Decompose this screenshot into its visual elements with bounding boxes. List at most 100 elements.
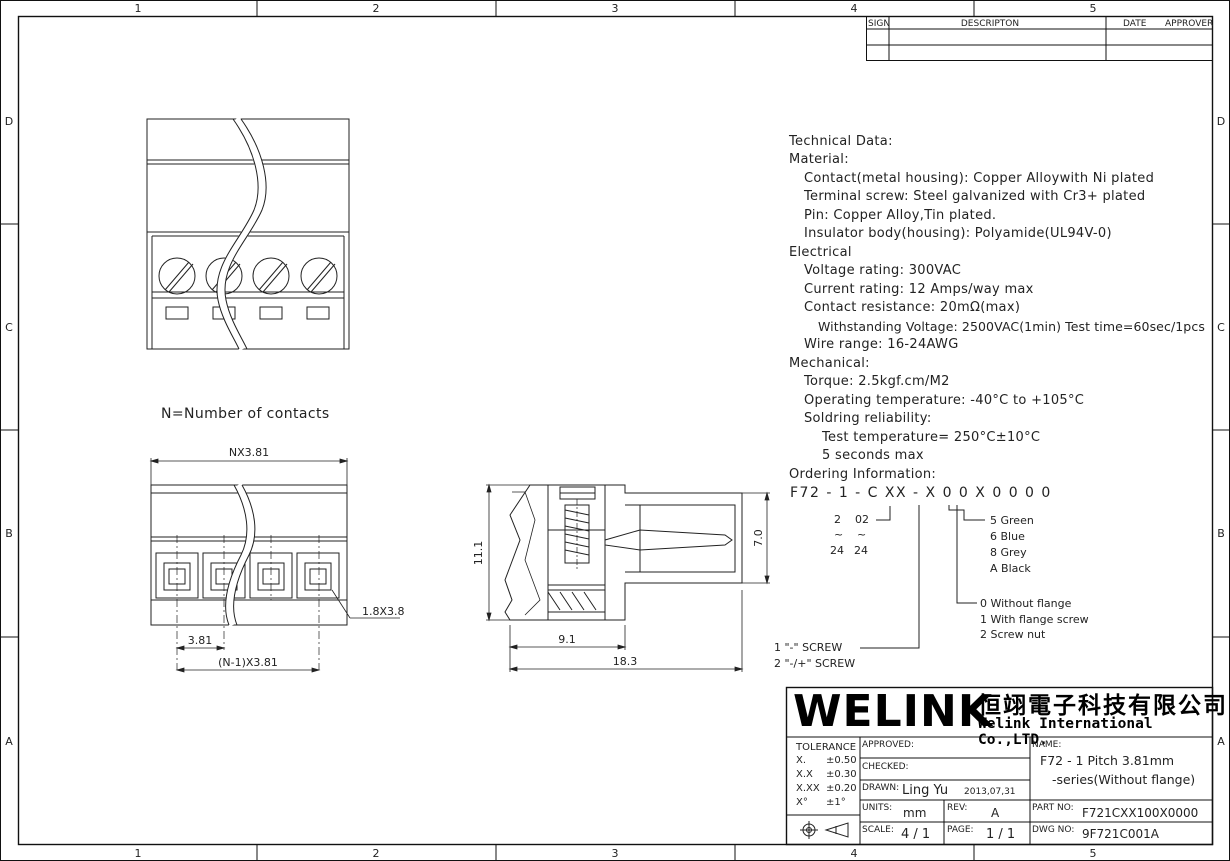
tolerance-val-3: ±1° xyxy=(826,797,846,808)
row-label-A: A xyxy=(5,735,13,748)
col-label-2b: 2 xyxy=(373,847,380,860)
flange-option-0: 0 Without flange xyxy=(980,597,1072,610)
tolerance-key-3: X° xyxy=(796,797,808,808)
col-label-1b: 1 xyxy=(135,847,142,860)
projection-symbol-icon xyxy=(800,821,849,839)
dim-183: 18.3 xyxy=(613,655,638,668)
tolerance-val-0: ±0.50 xyxy=(826,755,857,766)
rev-desc-header: DESCRIPTON xyxy=(961,19,1019,29)
front-dimensions xyxy=(149,458,400,673)
tolerance-val-1: ±0.30 xyxy=(826,769,857,780)
tech-line-3: Terminal screw: Steel galvanized with Cr… xyxy=(804,189,1146,204)
frame-labels: 1 2 3 4 5 1 2 3 4 5 D C B A D C B A xyxy=(5,2,1225,860)
tech-line-8: Current rating: 12 Amps/way max xyxy=(804,282,1034,297)
col-label-3b: 3 xyxy=(612,847,619,860)
color-option-1: 6 Blue xyxy=(990,530,1025,543)
row-label-Cr: C xyxy=(1217,321,1225,334)
tech-line-7: Voltage rating: 300VAC xyxy=(804,263,962,278)
rev-label: REV: xyxy=(947,803,968,813)
tech-line-2: Contact(metal housing): Copper Alloywith… xyxy=(804,171,1155,186)
side-dimensions xyxy=(486,483,770,672)
front-view xyxy=(150,483,348,670)
tech-line-1: Material: xyxy=(789,152,849,167)
tolerance-val-2: ±0.20 xyxy=(826,783,857,794)
row-label-Br: B xyxy=(1217,527,1225,540)
col-label-2: 2 xyxy=(373,2,380,15)
order-pos-a: 2 xyxy=(834,513,841,526)
dwg-no-label: DWG NO: xyxy=(1032,825,1075,835)
rev-approver-header: APPROVER xyxy=(1165,19,1213,29)
dim-18x38: 1.8X3.8 xyxy=(362,605,405,618)
top-view xyxy=(146,116,350,351)
col-label-5b: 5 xyxy=(1090,847,1097,860)
company-name-en: Welink International Co.,LTD. xyxy=(978,716,1153,748)
tolerance-key-2: X.XX xyxy=(796,783,820,794)
tech-line-11: Wire range: 16-24AWG xyxy=(804,337,959,352)
order-pos-c: 24 xyxy=(830,544,844,557)
ordering-leaders xyxy=(860,505,985,649)
tolerance-label: TOLERANCE xyxy=(796,742,857,753)
dim-111: 11.1 xyxy=(472,541,485,566)
rev-date-header: DATE xyxy=(1123,19,1147,29)
tech-line-13: Torque: 2.5kgf.cm/M2 xyxy=(804,374,950,389)
tech-line-9: Contact resistance: 20mΩ(max) xyxy=(804,300,1021,315)
tech-line-14: Operating temperature: -40°C to +105°C xyxy=(804,393,1085,408)
revision-table xyxy=(866,16,1213,61)
row-label-Dr: D xyxy=(1217,115,1225,128)
page-value: 1 / 1 xyxy=(986,827,1016,842)
tech-line-16: Test temperature= 250°C±10°C xyxy=(822,430,1041,445)
page-label: PAGE: xyxy=(947,825,974,835)
row-label-D: D xyxy=(5,115,13,128)
flange-option-2: 2 Screw nut xyxy=(980,628,1046,641)
screw-option-0: 1 "-" SCREW xyxy=(774,641,843,654)
screw-heads xyxy=(158,257,338,295)
row-label-Ar: A xyxy=(1217,735,1225,748)
row-label-B: B xyxy=(5,527,13,540)
tech-line-15: Soldring reliability: xyxy=(804,411,932,426)
drawn-label: DRAWN: xyxy=(862,783,900,793)
color-option-0: 5 Green xyxy=(990,514,1034,527)
title-block-lines xyxy=(785,686,1214,846)
col-label-4b: 4 xyxy=(851,847,858,860)
dim-n1x381: (N-1)X3.81 xyxy=(218,656,278,669)
name-line-2: -series(Without flange) xyxy=(1052,772,1196,787)
order-pos-b: 02 xyxy=(855,513,869,526)
col-label-4: 4 xyxy=(851,2,858,15)
tech-line-18: Ordering Information: xyxy=(789,467,937,482)
order-tilde-a: ~ xyxy=(834,528,844,541)
tolerance-key-0: X. xyxy=(796,755,807,766)
dim-nx381: NX3.81 xyxy=(229,446,269,459)
side-view xyxy=(504,484,743,621)
company-name-cn: 恒翊電子科技有限公司 xyxy=(978,692,1228,719)
dim-70: 7.0 xyxy=(752,529,765,547)
tech-line-5: Insulator body(housing): Polyamide(UL94V… xyxy=(804,226,1112,241)
row-label-C: C xyxy=(5,321,13,334)
part-no-label: PART NO: xyxy=(1032,803,1074,813)
tech-line-6: Electrical xyxy=(789,245,852,260)
col-label-5: 5 xyxy=(1090,2,1097,15)
part-no-value: F721CXX100X0000 xyxy=(1082,806,1199,820)
order-pos-d: 24 xyxy=(854,544,868,557)
order-tilde-b: ~ xyxy=(857,528,867,541)
checked-label: CHECKED: xyxy=(862,762,909,772)
color-option-3: A Black xyxy=(990,562,1031,575)
name-label: NAME: xyxy=(1032,740,1062,750)
tolerance-key-1: X.X xyxy=(796,769,813,780)
company-logo: WELINK xyxy=(793,686,993,737)
tech-line-12: Mechanical: xyxy=(789,356,870,371)
tech-line-17: 5 seconds max xyxy=(822,448,924,463)
approved-label: APPROVED: xyxy=(862,740,914,750)
units-value: mm xyxy=(903,806,927,820)
tech-line-4: Pin: Copper Alloy,Tin plated. xyxy=(804,208,997,223)
scale-label: SCALE: xyxy=(862,825,894,835)
col-label-1: 1 xyxy=(135,2,142,15)
tech-line-0: Technical Data: xyxy=(789,134,893,149)
rev-value: A xyxy=(991,806,1000,820)
drawn-by: Ling Yu xyxy=(902,783,949,798)
screw-option-1: 2 "-/+" SCREW xyxy=(774,657,856,670)
color-option-2: 8 Grey xyxy=(990,546,1027,559)
contacts-note: N=Number of contacts xyxy=(161,406,330,422)
scale-value: 4 / 1 xyxy=(901,827,931,842)
flange-option-1: 1 With flange screw xyxy=(980,613,1089,626)
